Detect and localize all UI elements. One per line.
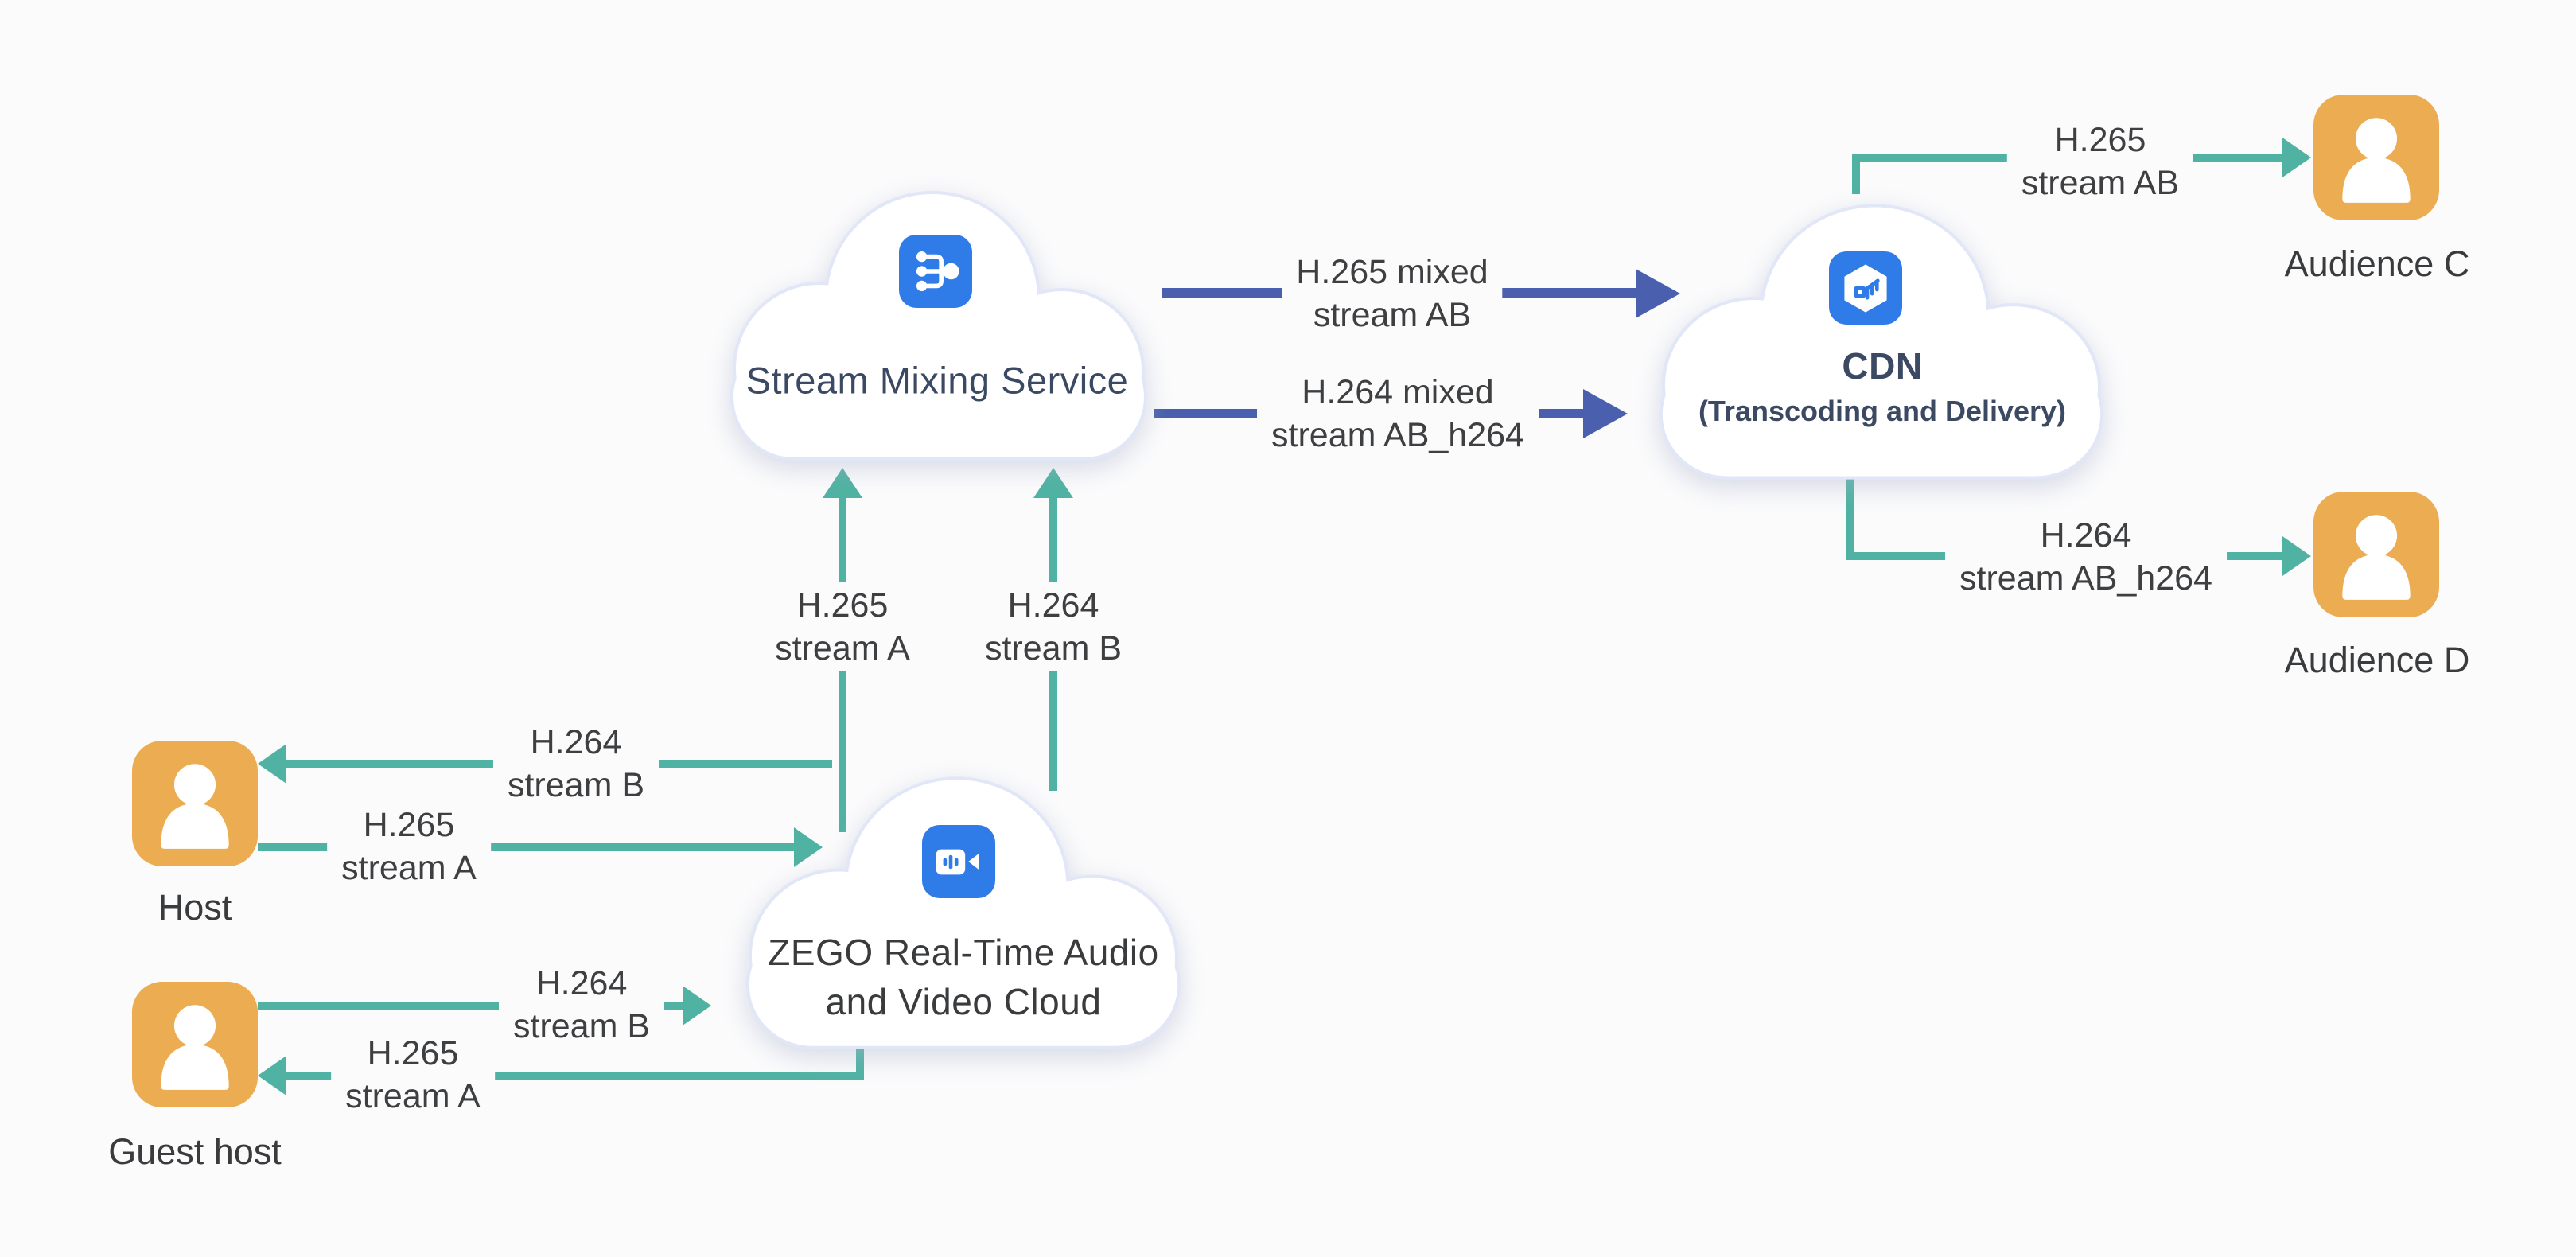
person-icon <box>161 764 229 849</box>
zego-title-line1: ZEGO Real-Time Audio <box>768 932 1159 973</box>
label-line: stream A <box>341 849 477 887</box>
host-node <box>132 741 258 866</box>
label-line: stream AB_h264 <box>1959 559 2212 597</box>
label-line: H.264 <box>2040 516 2132 555</box>
label-line: H.265 <box>2054 121 2146 159</box>
stream-mixing-cloud <box>730 191 1147 461</box>
label-line: H.264 <box>535 964 628 1002</box>
audience-d-label: Audience D <box>2284 640 2470 680</box>
label-h265-a-to-guest: H.265 stream A <box>331 1030 495 1119</box>
host-label: Host <box>158 887 232 928</box>
label-line: H.264 <box>530 723 622 761</box>
label-line: stream AB <box>1313 296 1472 334</box>
arrow-h265-mixed-head <box>1636 269 1680 318</box>
label-line: stream AB_h264 <box>1271 416 1524 454</box>
arrow-h265-ab-to-c-stub <box>1852 154 1860 194</box>
label-line: stream A <box>775 629 910 667</box>
audience-d-node <box>2313 492 2439 617</box>
arrow-h265-a-to-guest-head <box>258 1056 286 1095</box>
label-line: H.264 mixed <box>1302 373 1494 411</box>
label-h265-a-up: H.265 stream A <box>761 582 924 671</box>
label-h265-mixed-ab: H.265 mixed stream AB <box>1282 249 1503 338</box>
label-line: H.265 <box>367 1034 459 1072</box>
arrow-h265-a-from-host-head <box>794 827 823 867</box>
label-h264-b-up: H.264 stream B <box>970 582 1137 671</box>
arrow-h265-ab-to-c-head <box>2282 138 2311 177</box>
label-h264-mixed-ab: H.264 mixed stream AB_h264 <box>1257 369 1539 458</box>
arrow-h264-b-from-guest-shaft <box>258 1002 686 1010</box>
video-camera-icon <box>922 825 995 898</box>
label-line: stream B <box>984 629 1123 667</box>
label-line: H.265 <box>363 806 455 844</box>
person-icon <box>161 1005 229 1090</box>
stream-mixing-title: Stream Mixing Service <box>745 359 1129 402</box>
zego-title-line2: and Video Cloud <box>825 981 1102 1022</box>
arrow-h264-b-from-guest-head <box>683 986 711 1025</box>
arrow-h264-ab-to-d-stub <box>1846 476 1854 560</box>
arrow-h265-a-to-guest-elbow <box>856 1037 864 1080</box>
arrow-h264-b-to-host-head <box>258 744 286 784</box>
arrow-h264-ab-to-d-head <box>2282 536 2311 576</box>
label-line: stream B <box>507 766 645 804</box>
label-line: stream B <box>512 1007 651 1045</box>
label-h264-ab-to-d: H.264 stream AB_h264 <box>1945 512 2227 601</box>
label-h264-b-to-host: H.264 stream B <box>492 719 660 808</box>
guest-host-label: Guest host <box>108 1131 282 1172</box>
arrow-h265-a-from-host-shaft <box>258 843 797 851</box>
zego-title: ZEGO Real-Time Audio and Video Cloud <box>768 928 1158 1026</box>
person-icon <box>2342 515 2411 600</box>
label-line: stream AB <box>2021 164 2180 202</box>
label-line: H.265 mixed <box>1296 253 1488 291</box>
audience-c-node <box>2313 95 2439 220</box>
arrow-h264-mixed-head <box>1583 389 1628 438</box>
arrow-h264-b-up-head <box>1033 468 1073 498</box>
label-line: H.265 <box>796 586 889 625</box>
label-h265-a-from-host: H.265 stream A <box>327 802 491 891</box>
stream-merge-icon <box>899 235 972 308</box>
zego-cloud <box>745 776 1181 1049</box>
audience-c-label: Audience C <box>2284 243 2470 284</box>
person-icon <box>2342 118 2411 203</box>
label-h265-ab-to-c: H.265 stream AB <box>2006 117 2194 206</box>
arrow-h265-a-to-guest-shaft <box>280 1072 864 1080</box>
label-h264-b-from-guest: H.264 stream B <box>498 960 665 1049</box>
cdn-delivery-icon <box>1829 251 1902 325</box>
guest-host-node <box>132 982 258 1107</box>
cdn-title: CDN <box>1842 345 1923 387</box>
cdn-subtitle: (Transcoding and Delivery) <box>1698 395 2067 427</box>
label-line: stream A <box>345 1077 481 1115</box>
label-line: H.264 <box>1007 586 1099 625</box>
cdn-cloud <box>1659 204 2104 480</box>
arrow-h265-a-up-head <box>823 468 862 498</box>
